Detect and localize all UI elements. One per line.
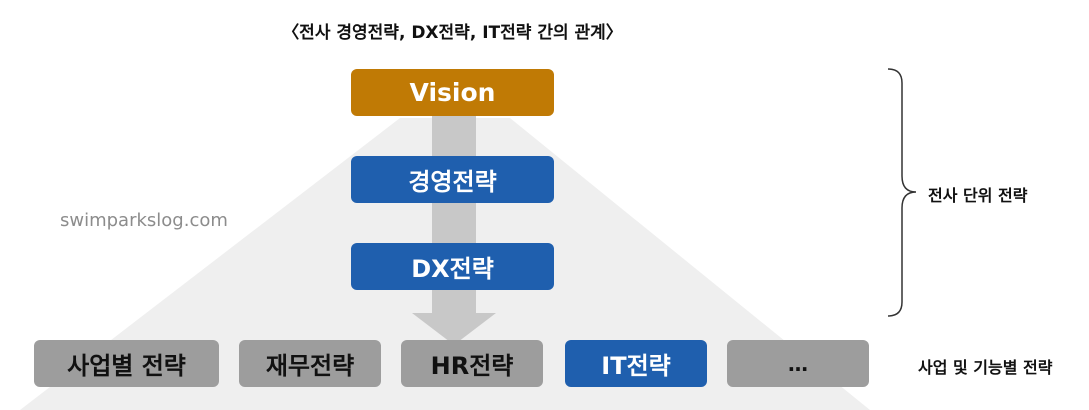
business-function-strategy-label: 사업 및 기능별 전략: [918, 358, 1053, 377]
finance-strategy-box: 재무전략: [239, 340, 381, 387]
watermark: swimparkslog.com: [60, 210, 228, 231]
right-brace: [887, 68, 917, 317]
it-strategy-box: IT전략: [565, 340, 707, 387]
business-strategy-box: 사업별 전략: [34, 340, 219, 387]
diagram-title: 〈전사 경영전략, DX전략, IT전략 간의 관계〉: [282, 23, 623, 43]
dx-strategy-box: DX전략: [351, 243, 554, 290]
vision-box: Vision: [351, 69, 554, 116]
more-strategies-box: …: [727, 340, 869, 387]
hr-strategy-box: HR전략: [401, 340, 543, 387]
enterprise-strategy-label: 전사 단위 전략: [928, 186, 1028, 205]
management-strategy-box: 경영전략: [351, 156, 554, 203]
